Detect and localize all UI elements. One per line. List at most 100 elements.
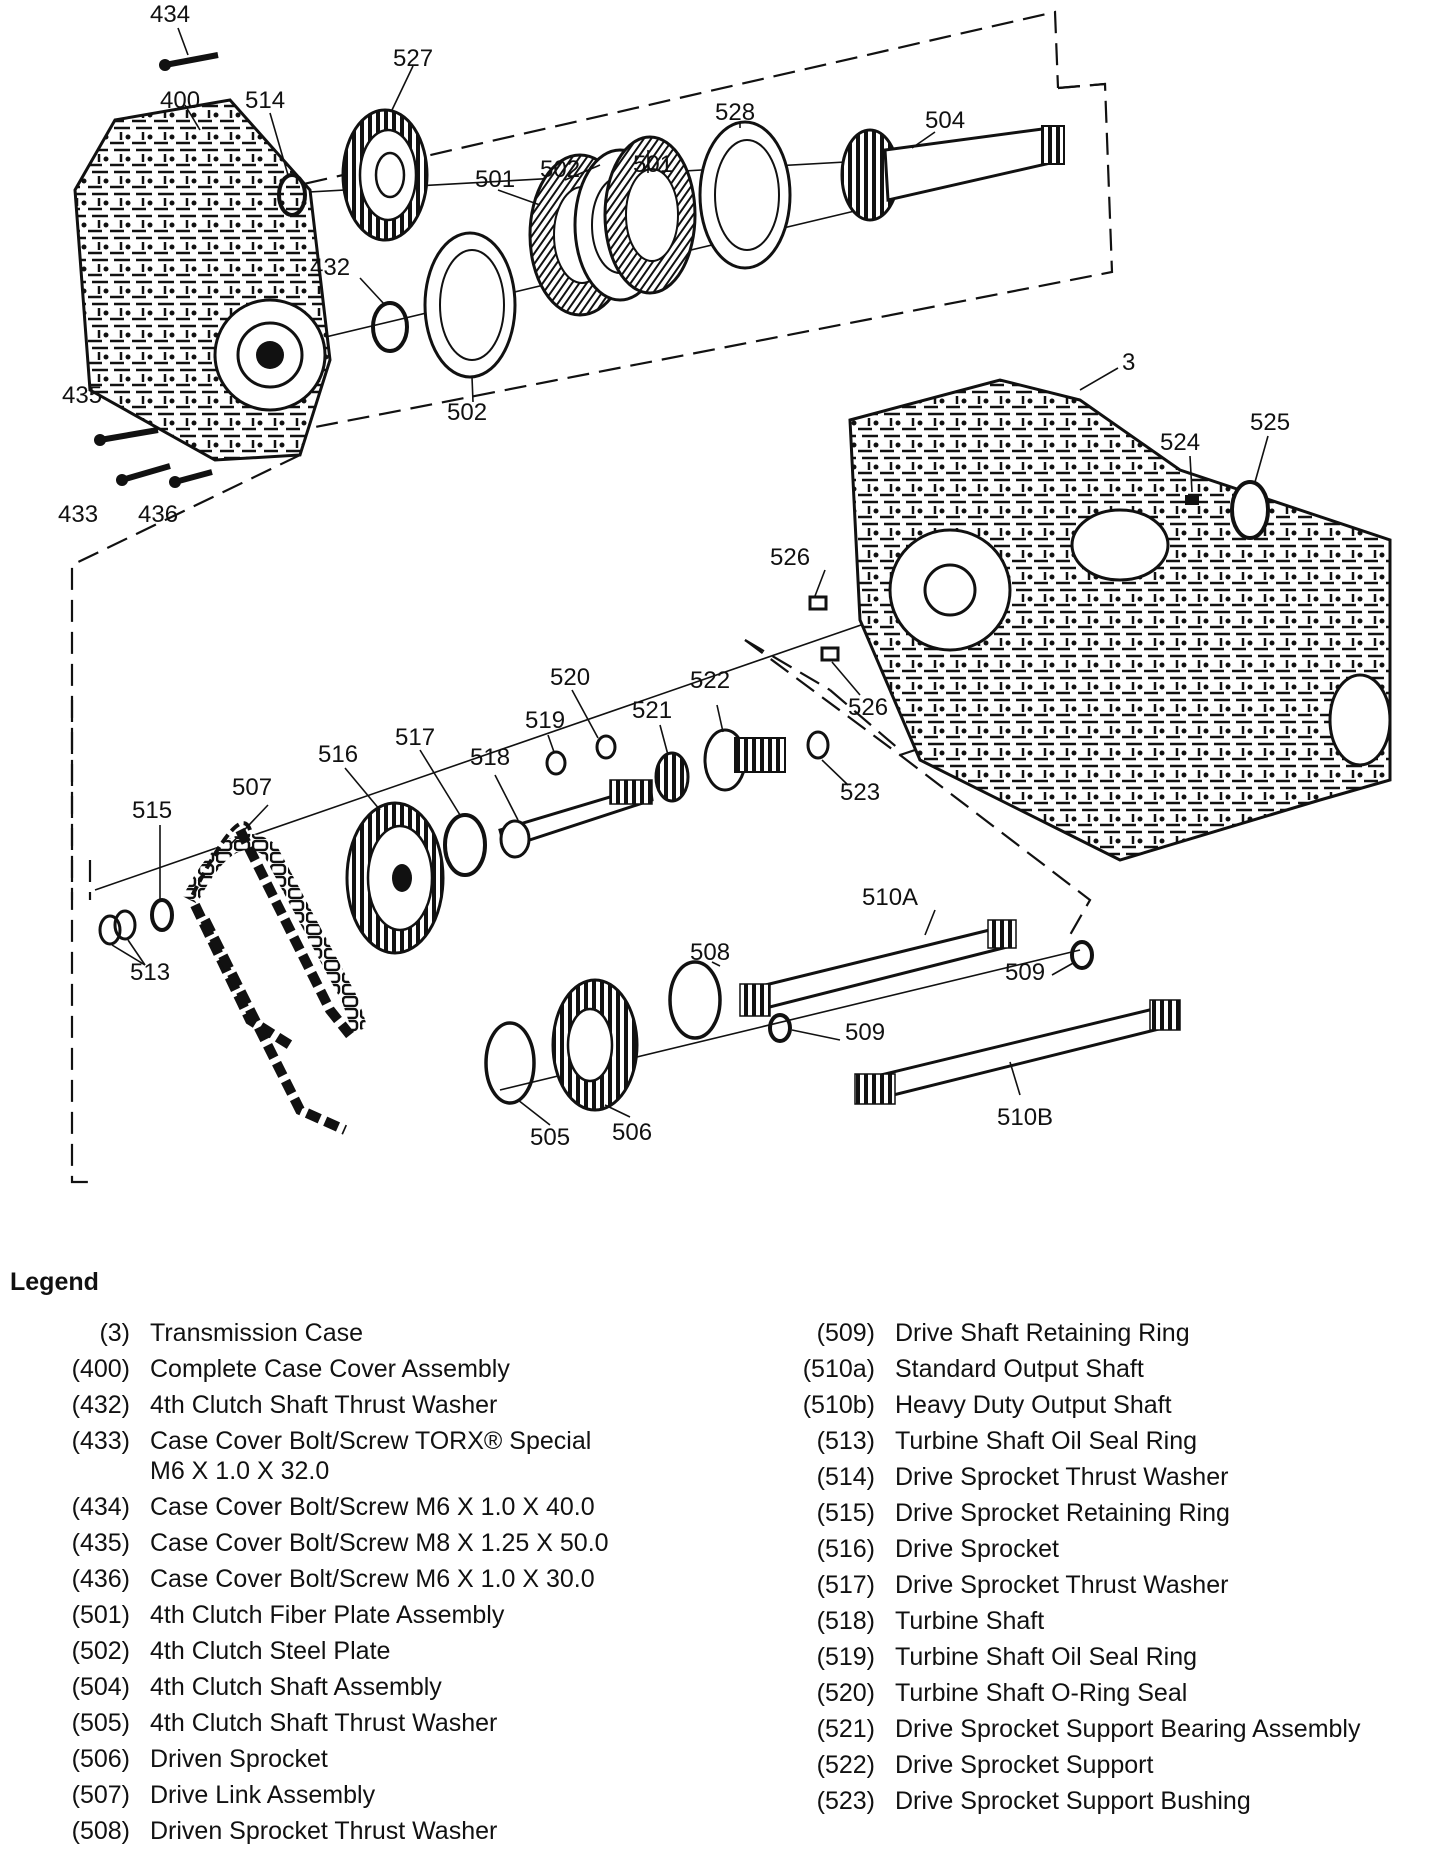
callout-433: 433 <box>58 501 98 528</box>
legend-item: (434)Case Cover Bolt/Screw M6 X 1.0 X 40… <box>40 1492 740 1522</box>
callout-509-upper: 509 <box>1005 959 1045 986</box>
legend-item: (504)4th Clutch Shaft Assembly <box>40 1672 740 1702</box>
assembly-dashed-lines <box>70 10 1114 1184</box>
legend-desc: Drive Sprocket Support Bearing Assembly <box>895 1715 1361 1743</box>
legend-item: (510a)Standard Output Shaft <box>785 1354 1435 1384</box>
callout-513: 513 <box>130 959 170 986</box>
legend-item: (513)Turbine Shaft Oil Seal Ring <box>785 1426 1435 1456</box>
steel-plate-528 <box>698 120 792 270</box>
legend-code: (513) <box>816 1427 875 1455</box>
callout-525: 525 <box>1250 409 1290 436</box>
legend-item: (517)Drive Sprocket Thrust Washer <box>785 1570 1435 1600</box>
legend-desc: Complete Case Cover Assembly <box>150 1355 510 1383</box>
legend-code: (510b) <box>802 1391 875 1419</box>
legend-desc: 4th Clutch Shaft Thrust Washer <box>150 1391 498 1419</box>
legend-item: (520)Turbine Shaft O-Ring Seal <box>785 1678 1435 1708</box>
legend-code: (505) <box>71 1709 130 1737</box>
legend-desc-line1: Case Cover Bolt/Screw TORX® Special <box>150 1427 592 1455</box>
pin-526-lower <box>820 646 840 662</box>
legend-item: (3)Transmission Case <box>40 1318 740 1348</box>
legend-code: (506) <box>71 1745 130 1773</box>
legend-desc: Drive Sprocket Thrust Washer <box>895 1463 1229 1491</box>
bolt-435 <box>94 427 159 446</box>
callout-3: 3 <box>1122 349 1135 376</box>
legend-code: (433) <box>71 1427 130 1455</box>
callout-504: 504 <box>925 107 965 134</box>
legend-item: (400) Complete Case Cover Assembly <box>40 1354 740 1384</box>
legend-item: (508)Driven Sprocket Thrust Washer <box>40 1816 740 1846</box>
steel-plate-502-lower <box>423 231 517 379</box>
callout-508: 508 <box>690 939 730 966</box>
leader-lines <box>111 27 1269 1126</box>
legend-desc: Drive Shaft Retaining Ring <box>895 1319 1190 1347</box>
legend-item: (433) Case Cover Bolt/Screw TORX® Special… <box>40 1426 740 1486</box>
legend-desc: 4th Clutch Shaft Assembly <box>150 1673 442 1701</box>
legend-desc: Drive Link Assembly <box>150 1781 376 1809</box>
plug-524 <box>1185 495 1199 505</box>
legend-desc: Turbine Shaft Oil Seal Ring <box>895 1643 1198 1671</box>
bolt-436 <box>169 469 213 488</box>
callout-517: 517 <box>395 724 435 751</box>
legend-code: (400) <box>71 1355 130 1383</box>
legend-desc: Transmission Case <box>150 1319 364 1347</box>
legend-right-column: (509) Drive Shaft Retaining Ring (510a)St… <box>785 1318 1435 1822</box>
case-cover-assembly-400 <box>73 98 332 462</box>
callout-400: 400 <box>160 87 200 114</box>
legend-code: (523) <box>816 1787 875 1815</box>
clutch-plate-stack <box>528 135 697 317</box>
legend-item: (501)4th Clutch Fiber Plate Assembly <box>40 1600 740 1630</box>
callout-435: 435 <box>62 382 102 409</box>
callout-528: 528 <box>715 99 755 126</box>
legend-desc: Standard Output Shaft <box>895 1355 1144 1383</box>
callout-514: 514 <box>245 87 285 114</box>
legend-item: (510b)Heavy Duty Output Shaft <box>785 1390 1435 1420</box>
legend-code: (508) <box>71 1817 130 1845</box>
legend-item: (521) Drive Sprocket Support Bearing Asse… <box>785 1714 1435 1744</box>
callout-527: 527 <box>393 45 433 72</box>
legend-desc: 4th Clutch Fiber Plate Assembly <box>150 1601 505 1629</box>
legend-left-column: (3)Transmission Case (400) Complete Case … <box>40 1318 740 1852</box>
callout-516: 516 <box>318 741 358 768</box>
legend-title: Legend <box>10 1268 99 1296</box>
legend-code: (522) <box>816 1751 875 1779</box>
legend-item: (516)Drive Sprocket <box>785 1534 1435 1564</box>
drive-link-chain-507 <box>182 821 368 1135</box>
legend-item: (515)Drive Sprocket Retaining Ring <box>785 1498 1435 1528</box>
callout-510a: 510A <box>862 884 918 911</box>
callout-510b: 510B <box>997 1104 1053 1131</box>
legend-code: (518) <box>816 1607 875 1635</box>
drive-sprocket-516 <box>345 801 445 955</box>
legend-code: (521) <box>816 1715 875 1743</box>
legend-item: (522) Drive Sprocket Support <box>785 1750 1435 1780</box>
legend-desc: Case Cover Bolt/Screw M8 X 1.25 X 50.0 <box>150 1529 609 1557</box>
legend-desc: Drive Sprocket Thrust Washer <box>895 1571 1229 1599</box>
retaining-ring-509-lower <box>768 1013 792 1043</box>
legend-desc: Drive Sprocket <box>895 1535 1059 1563</box>
legend-item: (507) Drive Link Assembly <box>40 1780 740 1810</box>
bearing-521 <box>654 751 690 803</box>
callout-526-upper: 526 <box>770 544 810 571</box>
callout-505: 505 <box>530 1124 570 1151</box>
thrust-washer-517 <box>443 813 487 877</box>
legend-code: (435) <box>71 1529 130 1557</box>
callout-522: 522 <box>690 667 730 694</box>
legend-desc: Drive Sprocket Support <box>895 1751 1154 1779</box>
thrust-washer-432 <box>371 301 409 353</box>
seal-ring-513-a <box>98 914 122 946</box>
thrust-washer-505 <box>484 1021 536 1105</box>
legend-item: (523)Drive Sprocket Support Bushing <box>785 1786 1435 1816</box>
legend-code: (507) <box>71 1781 130 1809</box>
callout-501-right: 501 <box>633 151 673 178</box>
legend-code: (432) <box>71 1391 130 1419</box>
callout-526-lower: 526 <box>848 694 888 721</box>
clutch-shaft-504 <box>840 125 1065 222</box>
legend-desc-line2: M6 X 1.0 X 32.0 <box>150 1457 330 1485</box>
callout-521: 521 <box>632 697 672 724</box>
oil-seal-ring-519 <box>545 750 567 776</box>
legend-code: (515) <box>816 1499 875 1527</box>
legend-desc: 4th Clutch Steel Plate <box>150 1637 391 1665</box>
legend-desc: Turbine Shaft <box>895 1607 1045 1635</box>
legend-code: (509) <box>816 1319 875 1347</box>
callout-501-left: 501 <box>475 166 515 193</box>
